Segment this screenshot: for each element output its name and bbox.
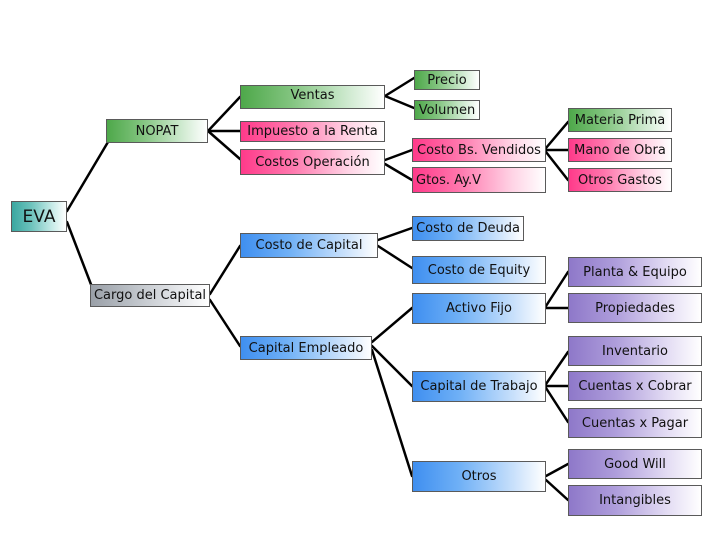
- node-cargo-del-capital: Cargo del Capital: [90, 284, 210, 307]
- node-good-will: Good Will: [568, 449, 702, 479]
- node-cuentas-x-cobrar: Cuentas x Cobrar: [568, 371, 702, 401]
- node-otros: Otros: [412, 461, 546, 492]
- node-costo-bs-vendidos: Costo Bs. Vendidos: [412, 138, 546, 162]
- node-eva: EVA: [11, 201, 67, 232]
- node-gtos-ayv: Gtos. Ay.V: [412, 167, 546, 193]
- node-intangibles: Intangibles: [568, 485, 702, 516]
- node-capital-de-trabajo: Capital de Trabajo: [412, 371, 546, 402]
- node-capital-empleado: Capital Empleado: [240, 336, 372, 360]
- node-inventario: Inventario: [568, 336, 702, 366]
- node-propiedades: Propiedades: [568, 293, 702, 323]
- node-costo-de-equity: Costo de Equity: [412, 256, 546, 284]
- node-costo-de-deuda: Costo de Deuda: [412, 216, 524, 241]
- node-cuentas-x-pagar: Cuentas x Pagar: [568, 408, 702, 438]
- node-otros-gastos: Otros Gastos: [568, 168, 672, 192]
- node-impuesto-renta: Impuesto a la Renta: [240, 121, 385, 142]
- node-precio: Precio: [414, 70, 480, 90]
- node-activo-fijo: Activo Fijo: [412, 293, 546, 324]
- node-volumen: Volumen: [414, 100, 480, 120]
- node-planta-equipo: Planta & Equipo: [568, 257, 702, 287]
- node-costos-operacion: Costos Operación: [240, 149, 385, 175]
- node-materia-prima: Materia Prima: [568, 108, 672, 132]
- node-mano-de-obra: Mano de Obra: [568, 138, 672, 162]
- node-ventas: Ventas: [240, 85, 385, 109]
- node-costo-de-capital: Costo de Capital: [240, 233, 378, 258]
- node-nopat: NOPAT: [106, 119, 208, 143]
